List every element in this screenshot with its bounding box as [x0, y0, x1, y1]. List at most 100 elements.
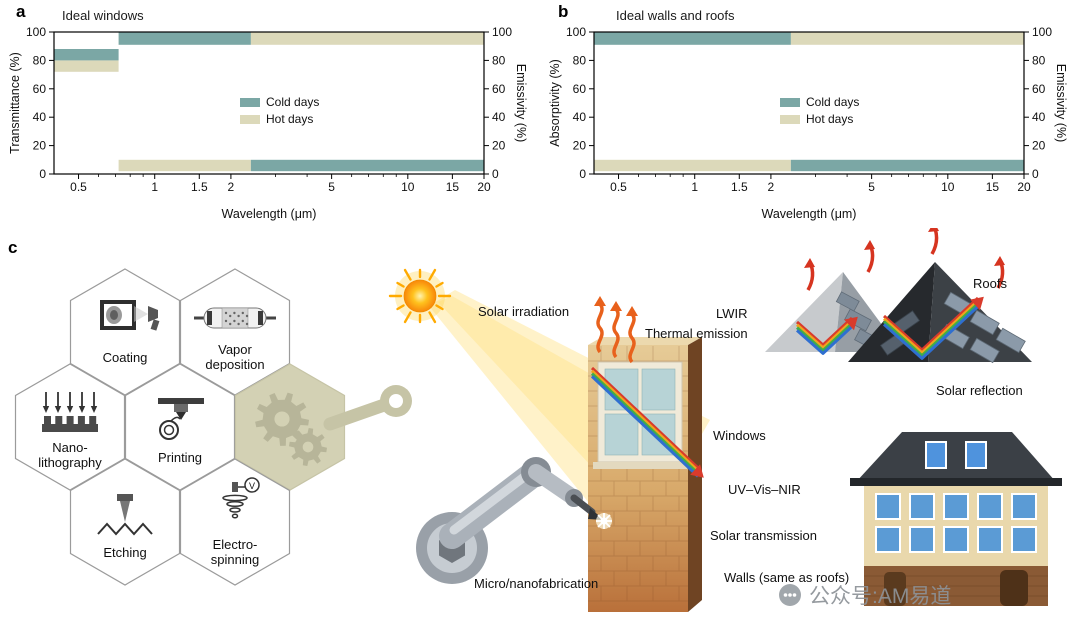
solar-irradiation-label: Solar irradiation [478, 304, 570, 319]
band-hot-days [54, 60, 119, 72]
y-tick-label-right: 0 [1032, 167, 1039, 181]
etching-icon [97, 494, 153, 536]
house-window [909, 526, 935, 553]
rainbow-arrowhead [844, 316, 858, 331]
y-tick-label-right: 80 [1032, 53, 1046, 67]
x-axis-title: Wavelength (μm) [762, 207, 857, 221]
watermark: 公众号:AM易道 [778, 580, 951, 610]
plot-border [53, 31, 485, 175]
x-axis-title: Wavelength (μm) [222, 207, 317, 221]
gears-icon [255, 392, 327, 466]
electro-spinning-hexagon [179, 458, 291, 586]
house-window [1011, 493, 1037, 520]
electro-spinning-label: Electro- spinning [210, 537, 260, 567]
legend-swatch [240, 98, 260, 107]
hex-arm-link [323, 385, 412, 431]
y-axis-title-right: Emissivity (%) [1054, 64, 1068, 142]
plot-border [593, 31, 1025, 175]
y-tick-label-right: 100 [1032, 25, 1052, 39]
panel-a-title: Ideal windows [62, 8, 144, 23]
legend-swatch [240, 115, 260, 124]
band-cold-days [250, 159, 484, 172]
hexagon-cluster: V [14, 268, 412, 586]
y-tick-label-left: 0 [39, 167, 46, 181]
roofs-illustration [765, 228, 1032, 364]
solar-reflection-label: Solar reflection [936, 383, 1023, 398]
voltage-label: V [249, 481, 255, 491]
solar-transmission-label: Solar transmission [710, 528, 817, 543]
x-tick-label: 1 [691, 180, 698, 194]
y-tick-label-left: 20 [573, 139, 587, 153]
rainbow-stripe [882, 299, 980, 355]
legend-label: Hot days [806, 112, 853, 126]
y-axis-title-left: Transmittance (%) [8, 52, 22, 154]
coating-icon [100, 300, 160, 331]
spark-icon [596, 513, 612, 529]
coating-hexagon [69, 268, 181, 396]
rainbow-stripe [796, 316, 854, 347]
band-cold-days [54, 49, 119, 61]
x-tick-label: 5 [868, 180, 875, 194]
rainbow-stripe [882, 296, 980, 352]
panel-c-illustration: V [14, 228, 1062, 612]
printing-icon [158, 398, 204, 440]
rainbow-arrowhead [970, 296, 984, 311]
house-window [875, 526, 901, 553]
panel-b-title: Ideal walls and roofs [616, 8, 735, 23]
vapor-deposition-label: Vapor deposition [205, 342, 265, 372]
y-tick-label-left: 100 [566, 25, 586, 39]
house-window [977, 493, 1003, 520]
sun-ray [428, 311, 437, 324]
roofs-label: Roofs [973, 276, 1007, 291]
x-tick-label: 2 [228, 180, 235, 194]
y-tick-label-right: 20 [492, 139, 506, 153]
y-tick-label-left: 0 [579, 167, 586, 181]
solar-reflection-rainbow-left [796, 316, 858, 355]
etching-label: Etching [103, 545, 147, 560]
solar-reflection-rainbow-right [882, 296, 984, 360]
y-tick-label-left: 60 [33, 82, 47, 96]
vapor-deposition-icon [194, 307, 276, 329]
chat-emoji-icon [779, 584, 801, 606]
sun-ray [396, 281, 405, 288]
rainbow-arrowhead [690, 464, 704, 478]
x-tick-label: 10 [941, 180, 955, 194]
electro-spinning-icon: V [222, 477, 260, 519]
sun-ray [403, 311, 412, 324]
y-tick-label-left: 80 [33, 53, 47, 67]
band-hot-days [790, 32, 1024, 45]
wall-illustration [588, 296, 704, 612]
band-cold-days [118, 32, 251, 45]
panel-a-letter: a [16, 2, 26, 21]
y-tick-label-left: 60 [573, 82, 587, 96]
rainbow-stripe [882, 305, 980, 360]
x-tick-label: 1 [151, 180, 158, 194]
x-tick-label: 0.5 [70, 180, 87, 194]
x-tick-label: 2 [768, 180, 775, 194]
lwir-label: LWIR [716, 306, 748, 321]
y-tick-label-right: 40 [492, 110, 506, 124]
uv-vis-nir-label: UV–Vis–NIR [728, 482, 801, 497]
sun-ray [435, 304, 444, 311]
rainbow-stripe [590, 372, 700, 475]
watermark-text: 公众号:AM易道 [809, 585, 952, 608]
rainbow-stripe [590, 369, 700, 472]
thermal-emission-label: Thermal emission [645, 326, 748, 341]
vapor-deposition-hexagon [179, 268, 291, 396]
band-cold-days [594, 32, 791, 45]
y-tick-label-right: 60 [1032, 82, 1046, 96]
y-tick-label-right: 80 [492, 53, 506, 67]
x-tick-label: 15 [446, 180, 460, 194]
band-hot-days [594, 159, 791, 172]
band-cold-days [790, 159, 1024, 172]
printing-hexagon [124, 363, 236, 491]
sun-icon [388, 268, 452, 324]
house-illustration [850, 432, 1062, 606]
lwir-emission-arrows [594, 296, 638, 364]
rainbow-stripe [796, 325, 854, 355]
x-tick-label: 15 [986, 180, 1000, 194]
windows-label: Windows [713, 428, 766, 443]
